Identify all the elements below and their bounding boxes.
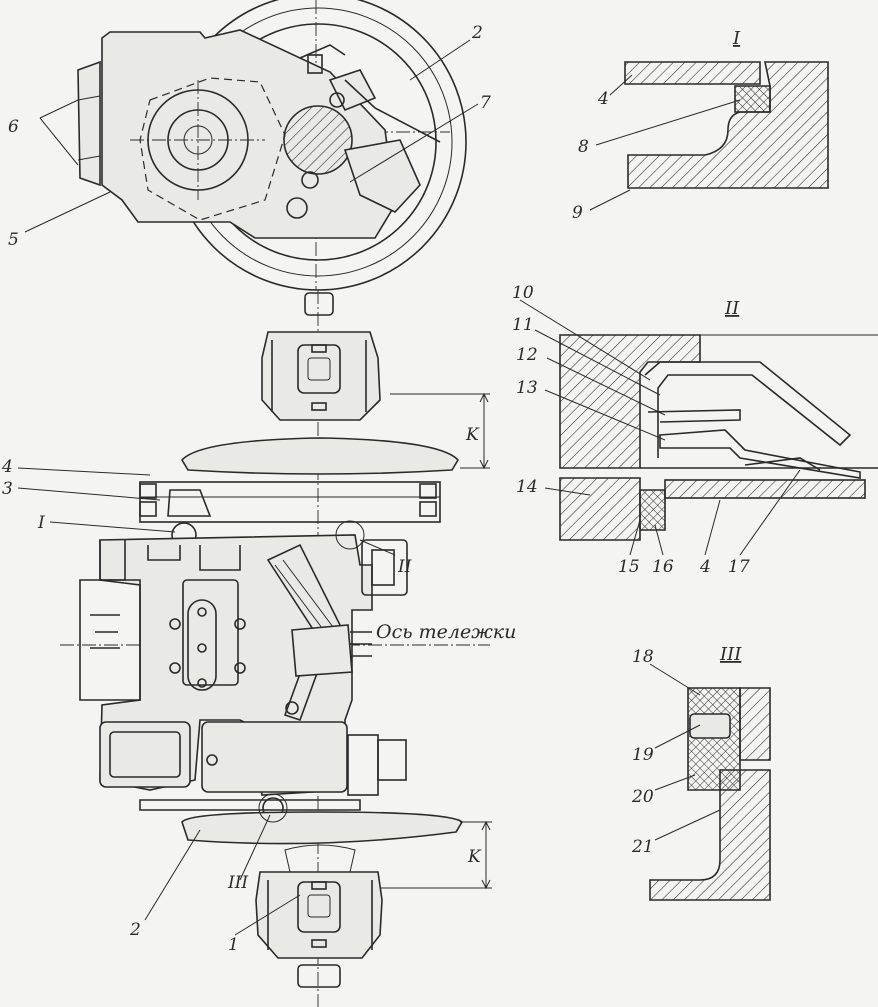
seal-ring-8 — [734, 85, 771, 113]
lower-box-left — [99, 721, 191, 788]
detail-view-i — [624, 61, 829, 189]
side-view — [77, 0, 467, 291]
label-9: 9 — [572, 203, 583, 223]
label-19: 19 — [632, 745, 654, 765]
label-17: 17 — [728, 557, 750, 577]
dimension-k-bottom: K — [467, 847, 482, 867]
traction-motor-plan — [201, 721, 348, 793]
label-18: 18 — [632, 647, 654, 667]
label-8: 8 — [578, 137, 589, 157]
wheel-top — [181, 437, 459, 475]
axle-box-bottom — [255, 871, 383, 959]
detail-view-ii — [559, 334, 878, 541]
marker-i: I — [37, 513, 45, 533]
marker-iii: III — [227, 873, 248, 893]
bogie-axis-label: Ось тележки — [376, 621, 516, 643]
view-title-ii: II — [724, 298, 740, 319]
leader-lines — [17, 39, 801, 936]
axle-section — [283, 105, 353, 175]
marker-ii: II — [397, 557, 412, 577]
label-7: 7 — [480, 93, 491, 113]
view-title-i: I — [732, 28, 741, 49]
label-14: 14 — [516, 477, 538, 497]
label-4-plan: 4 — [1, 457, 13, 477]
axle-box-top — [261, 331, 381, 421]
dimension-k-top: K — [465, 425, 480, 445]
seal-16 — [639, 489, 666, 531]
detail-view-iii — [649, 687, 771, 901]
plan-view — [60, 290, 492, 1007]
label-3: 3 — [2, 479, 13, 499]
label-21: 21 — [631, 837, 654, 857]
label-4-detail-ii: 4 — [699, 557, 711, 577]
label-13: 13 — [516, 378, 538, 398]
label-5: 5 — [8, 230, 19, 250]
detail-ii-marker — [335, 520, 365, 550]
label-4-detail-i: 4 — [597, 89, 609, 109]
view-title-iii: III — [719, 644, 742, 665]
label-11: 11 — [512, 315, 534, 335]
callouts: 6 5 2 7 4 8 9 10 11 12 13 14 15 16 4 17 … — [1, 23, 750, 955]
label-6: 6 — [8, 117, 19, 137]
label-20: 20 — [631, 787, 654, 807]
label-10: 10 — [512, 283, 534, 303]
label-12: 12 — [516, 345, 538, 365]
label-2-bottom: 2 — [129, 920, 141, 940]
label-16: 16 — [652, 557, 674, 577]
wheel-bottom — [181, 811, 464, 845]
label-1: 1 — [228, 935, 239, 955]
plate-4-detail — [664, 479, 866, 499]
label-2-top: 2 — [471, 23, 483, 43]
label-15: 15 — [618, 557, 640, 577]
